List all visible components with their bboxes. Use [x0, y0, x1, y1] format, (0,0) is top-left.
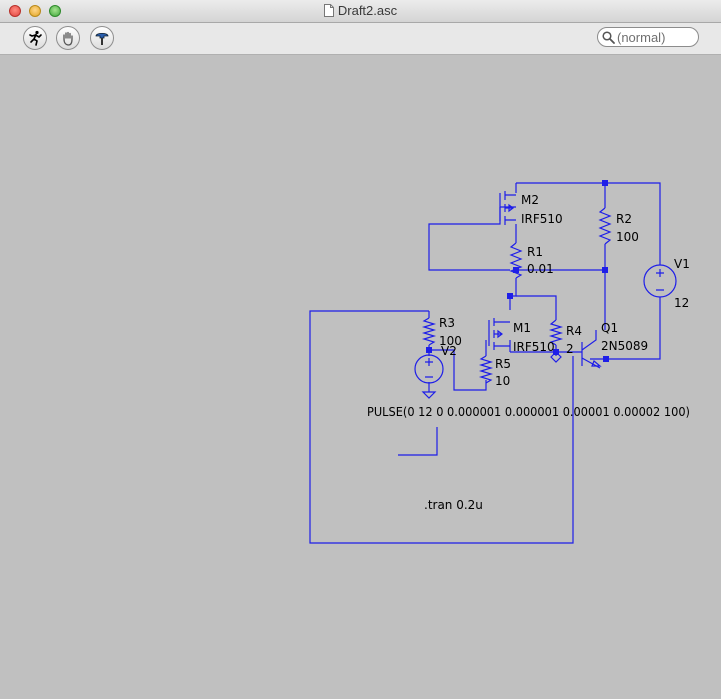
r3-value: 100	[439, 334, 462, 348]
r5-value: 10	[495, 374, 510, 388]
running-man-icon	[29, 30, 42, 46]
document-icon	[323, 4, 334, 17]
m2-value: IRF510	[521, 212, 563, 226]
m1-ref: M1	[513, 321, 531, 335]
r1-ref: R1	[527, 245, 543, 259]
q1-ref: Q1	[601, 321, 618, 335]
q1-value: 2N5089	[601, 339, 648, 353]
r1-value: 0.01	[527, 262, 554, 276]
search-field[interactable]: (normal)	[597, 27, 699, 47]
search-value: (normal)	[617, 30, 666, 45]
schematic-drawing[interactable]: M2 IRF510 R2 100 R1 0.01 V1 12 M1 IRF510…	[0, 55, 721, 694]
v1-value: 12	[674, 296, 689, 310]
close-button[interactable]	[9, 5, 21, 17]
pan-button[interactable]	[56, 26, 80, 50]
r4-ref: R4	[566, 324, 582, 338]
r4-value: 2	[566, 342, 574, 356]
tran-directive: .tran 0.2u	[424, 498, 483, 512]
title-bar[interactable]: Draft2.asc	[0, 0, 721, 23]
r5-ref: R5	[495, 357, 511, 371]
magnifier-icon	[602, 31, 615, 44]
pulse-spec: PULSE(0 12 0 0.000001 0.000001 0.00001 0…	[367, 405, 690, 419]
wires	[309, 182, 661, 544]
v2-ref: V2	[441, 344, 457, 358]
window-title: Draft2.asc	[337, 3, 398, 18]
r2-value: 100	[616, 230, 639, 244]
labels: M2 IRF510 R2 100 R1 0.01 V1 12 M1 IRF510…	[367, 193, 690, 512]
window-title-wrap: Draft2.asc	[0, 3, 721, 18]
m1-value: IRF510	[513, 340, 555, 354]
probe-button[interactable]	[90, 26, 114, 50]
r3-ref: R3	[439, 316, 455, 330]
probe-icon	[95, 32, 109, 45]
schematic-canvas[interactable]: M2 IRF510 R2 100 R1 0.01 V1 12 M1 IRF510…	[0, 55, 721, 694]
maximize-button[interactable]	[49, 5, 61, 17]
m2-ref: M2	[521, 193, 539, 207]
v1-ref: V1	[674, 257, 690, 271]
junctions	[426, 180, 609, 362]
run-button[interactable]	[23, 26, 47, 50]
toolbar: (normal)	[0, 23, 721, 55]
r2-ref: R2	[616, 212, 632, 226]
minimize-button[interactable]	[29, 5, 41, 17]
hand-icon	[63, 31, 73, 46]
